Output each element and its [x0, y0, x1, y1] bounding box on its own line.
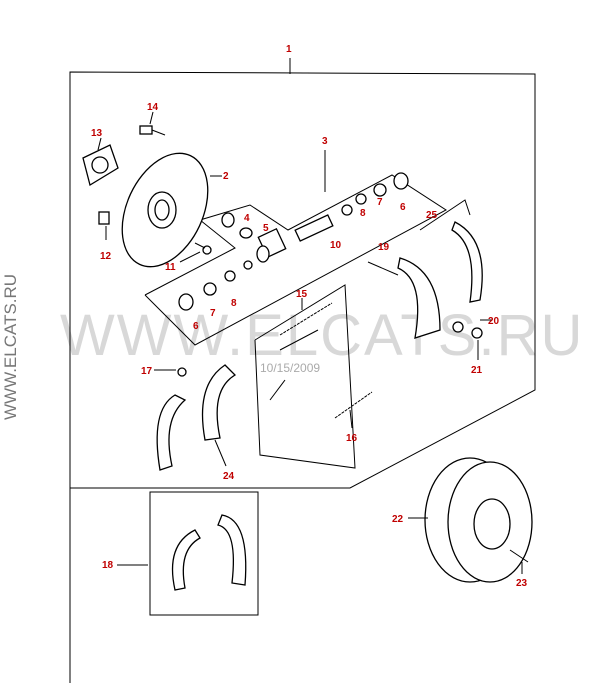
side-watermark: WWW.ELCATS.RU	[1, 274, 20, 420]
callout-24: 24	[223, 471, 235, 482]
bolt-11	[194, 242, 212, 255]
callout-20: 20	[488, 316, 500, 327]
brake-shoe-25	[367, 221, 483, 339]
callout-5: 5	[263, 223, 269, 234]
callout-4: 4	[244, 213, 250, 224]
callout-16: 16	[346, 433, 358, 444]
callout-10: 10	[330, 240, 342, 251]
callout-15: 15	[296, 289, 308, 300]
leader-lines	[97, 111, 523, 574]
watermark-text: WWW.ELCATS.RU	[60, 303, 584, 368]
assembly-frame	[69, 58, 536, 683]
callout-19: 19	[378, 242, 390, 253]
callout-7-lower: 7	[210, 308, 216, 319]
date-stamp: 10/15/2009	[260, 361, 320, 375]
callout-8-upper: 8	[360, 208, 366, 219]
shoe-frame	[419, 199, 471, 231]
callout-7-upper: 7	[377, 197, 383, 208]
callout-25: 25	[426, 210, 438, 221]
spring-kit-frame	[254, 284, 356, 469]
callout-17: 17	[141, 366, 153, 377]
backing-plate	[121, 152, 209, 268]
callout-11: 11	[165, 262, 176, 273]
wheel-cylinder-frame	[144, 150, 447, 346]
callout-14: 14	[147, 102, 159, 113]
callout-1: 1	[286, 44, 292, 55]
shoe-set-box	[149, 491, 259, 616]
callout-2: 2	[223, 171, 229, 182]
bolt-14	[139, 125, 166, 136]
callout-13: 13	[91, 128, 103, 139]
callout-8-lower: 8	[231, 298, 237, 309]
shoe-set-18	[171, 514, 247, 591]
callout-6-lower: 6	[193, 321, 199, 332]
callout-22: 22	[392, 514, 404, 525]
callout-23: 23	[516, 578, 528, 589]
bolt-12	[98, 211, 110, 225]
gasket	[82, 144, 119, 187]
springs	[177, 302, 483, 419]
callout-6-upper: 6	[400, 202, 406, 213]
brake-shoe-24	[156, 364, 237, 471]
wheel-cylinder	[178, 172, 409, 311]
callout-12: 12	[100, 251, 112, 262]
callout-3: 3	[322, 136, 328, 147]
callouts: 1 14 13 2 3 4 5 6 7 8 10 12 11 19 25 7 8…	[91, 44, 528, 589]
callout-21: 21	[471, 365, 483, 376]
callout-18: 18	[102, 560, 114, 571]
brake-drum	[424, 457, 533, 583]
